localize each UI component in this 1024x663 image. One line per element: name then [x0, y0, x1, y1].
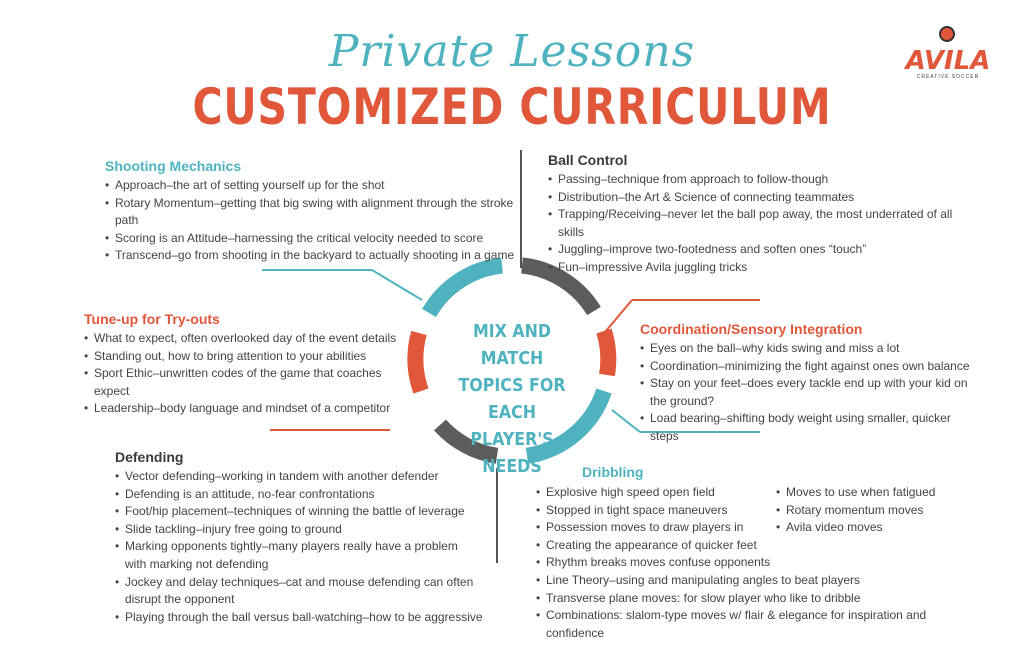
list-item: Rotary Momentum–getting that big swing w…	[105, 195, 525, 230]
list-item: Jockey and delay techniques–cat and mous…	[115, 574, 485, 609]
ring-arc-teal-top	[422, 257, 504, 318]
section-shooting-mechanics: Shooting Mechanics Approach–the art of s…	[105, 158, 525, 265]
list-item: Juggling–improve two-footedness and soft…	[548, 241, 968, 259]
section-dribbling-col2: Moves to use when fatigued Rotary moment…	[776, 484, 976, 537]
section-title: Dribbling	[582, 464, 644, 480]
list-item: Marking opponents tightly–many players r…	[115, 538, 485, 573]
list-item: Transcend–go from shooting in the backya…	[105, 247, 525, 265]
list-item: Slide tackling–injury free going to grou…	[115, 521, 485, 539]
list-item: Playing through the ball versus ball-wat…	[115, 609, 485, 627]
connector-shooting-diag	[371, 269, 423, 301]
section-ball-control: Ball Control Passing–technique from appr…	[548, 152, 968, 277]
list-item-continuation: the ground?	[650, 393, 715, 408]
list-item: Standing out, how to bring attention to …	[84, 348, 414, 366]
list-item: Rotary momentum moves	[776, 502, 976, 520]
ring-arc-orange-left	[407, 330, 429, 394]
list-item: Scoring is an Attitude–harnessing the cr…	[105, 230, 525, 248]
connector-dribbling	[611, 409, 641, 433]
list-item: Eyes on the ball–why kids swing and miss…	[640, 340, 980, 358]
section-title: Ball Control	[548, 152, 628, 168]
list-item: Defending is an attitude, no-fear confro…	[115, 486, 485, 504]
list-item: Load bearing–shifting body weight using …	[640, 410, 980, 445]
section-title: Defending	[115, 449, 184, 465]
list-item-continuation: disrupt the opponent	[125, 592, 235, 607]
list-item: Stay on your feet–does every tackle end …	[640, 375, 980, 410]
center-line: TOPICS FOR EACH	[458, 375, 566, 423]
list-item: Combinations: slalom-type moves w/ flair…	[536, 607, 976, 642]
section-defending: Defending Vector defending–working in ta…	[115, 449, 485, 626]
list-item-text: Jockey and delay techniques–cat and mous…	[125, 574, 474, 589]
section-coordination: Coordination/Sensory Integration Eyes on…	[640, 321, 980, 446]
list-item: Moves to use when fatigued	[776, 484, 976, 502]
list-item: Approach–the art of setting yourself up …	[105, 177, 525, 195]
center-line: PLAYER'S NEEDS	[470, 429, 554, 477]
list-item: Avila video moves	[776, 519, 976, 537]
list-item: Sport Ethic–unwritten codes of the game …	[84, 365, 414, 400]
section-dribbling-title: Dribbling	[582, 464, 702, 483]
section-title: Tune-up for Try-outs	[84, 311, 220, 327]
logo-name: AVILA	[905, 46, 991, 76]
list-item: Distribution–the Art & Science of connec…	[548, 189, 968, 207]
list-item: Trapping/Receiving–never let the ball po…	[548, 206, 968, 241]
section-title: Shooting Mechanics	[105, 158, 242, 174]
main-title: CUSTOMIZED CURRICULUM	[192, 78, 832, 136]
list-item: Leadership–body language and mindset of …	[84, 400, 414, 418]
list-item: Vector defending–working in tandem with …	[115, 468, 485, 486]
list-item: Transverse plane moves: for slow player …	[536, 590, 976, 608]
list-item: What to expect, often overlooked day of …	[84, 330, 414, 348]
list-item: Rhythm breaks moves confuse opponents	[536, 554, 976, 572]
list-item: Foot/hip placement–techniques of winning…	[115, 503, 485, 521]
ring-arc-orange-right	[596, 328, 617, 377]
list-item-text: Stay on your feet–does every tackle end …	[650, 376, 968, 391]
section-dribbling-col1: Explosive high speed open field Stopped …	[536, 484, 976, 642]
list-item-continuation: with marking not defending	[125, 556, 269, 571]
list-item: Line Theory–using and manipulating angle…	[536, 572, 976, 590]
avila-logo: AVILA CREATIVE SOCCER	[898, 22, 998, 80]
list-item: Fun–impressive Avila juggling tricks	[548, 259, 968, 277]
ring-arc-gray-top	[520, 257, 601, 316]
center-message: MIX AND MATCH TOPICS FOR EACH PLAYER'S N…	[442, 318, 583, 480]
list-item: Coordination–minimizing the fight agains…	[640, 358, 980, 376]
list-item: Stopped in tight space maneuvers	[536, 502, 976, 520]
center-line: MIX AND MATCH	[472, 321, 552, 369]
list-item: Creating the appearance of quicker feet	[536, 537, 976, 555]
script-title: Private Lessons	[328, 26, 696, 77]
logo-tagline: CREATIVE SOCCER	[916, 74, 980, 80]
list-item: Passing–technique from approach to follo…	[548, 171, 968, 189]
list-item: Possession moves to draw players in	[536, 519, 976, 537]
list-item: Explosive high speed open field	[536, 484, 976, 502]
list-item-text: Marking opponents tightly–many players r…	[125, 539, 458, 554]
soccer-ball-icon	[939, 26, 955, 42]
ring-arc-teal-bottom	[525, 388, 612, 464]
ring-arc-gray-bottom	[434, 419, 499, 464]
section-title: Coordination/Sensory Integration	[640, 321, 863, 337]
section-tryouts: Tune-up for Try-outs What to expect, oft…	[84, 311, 414, 418]
